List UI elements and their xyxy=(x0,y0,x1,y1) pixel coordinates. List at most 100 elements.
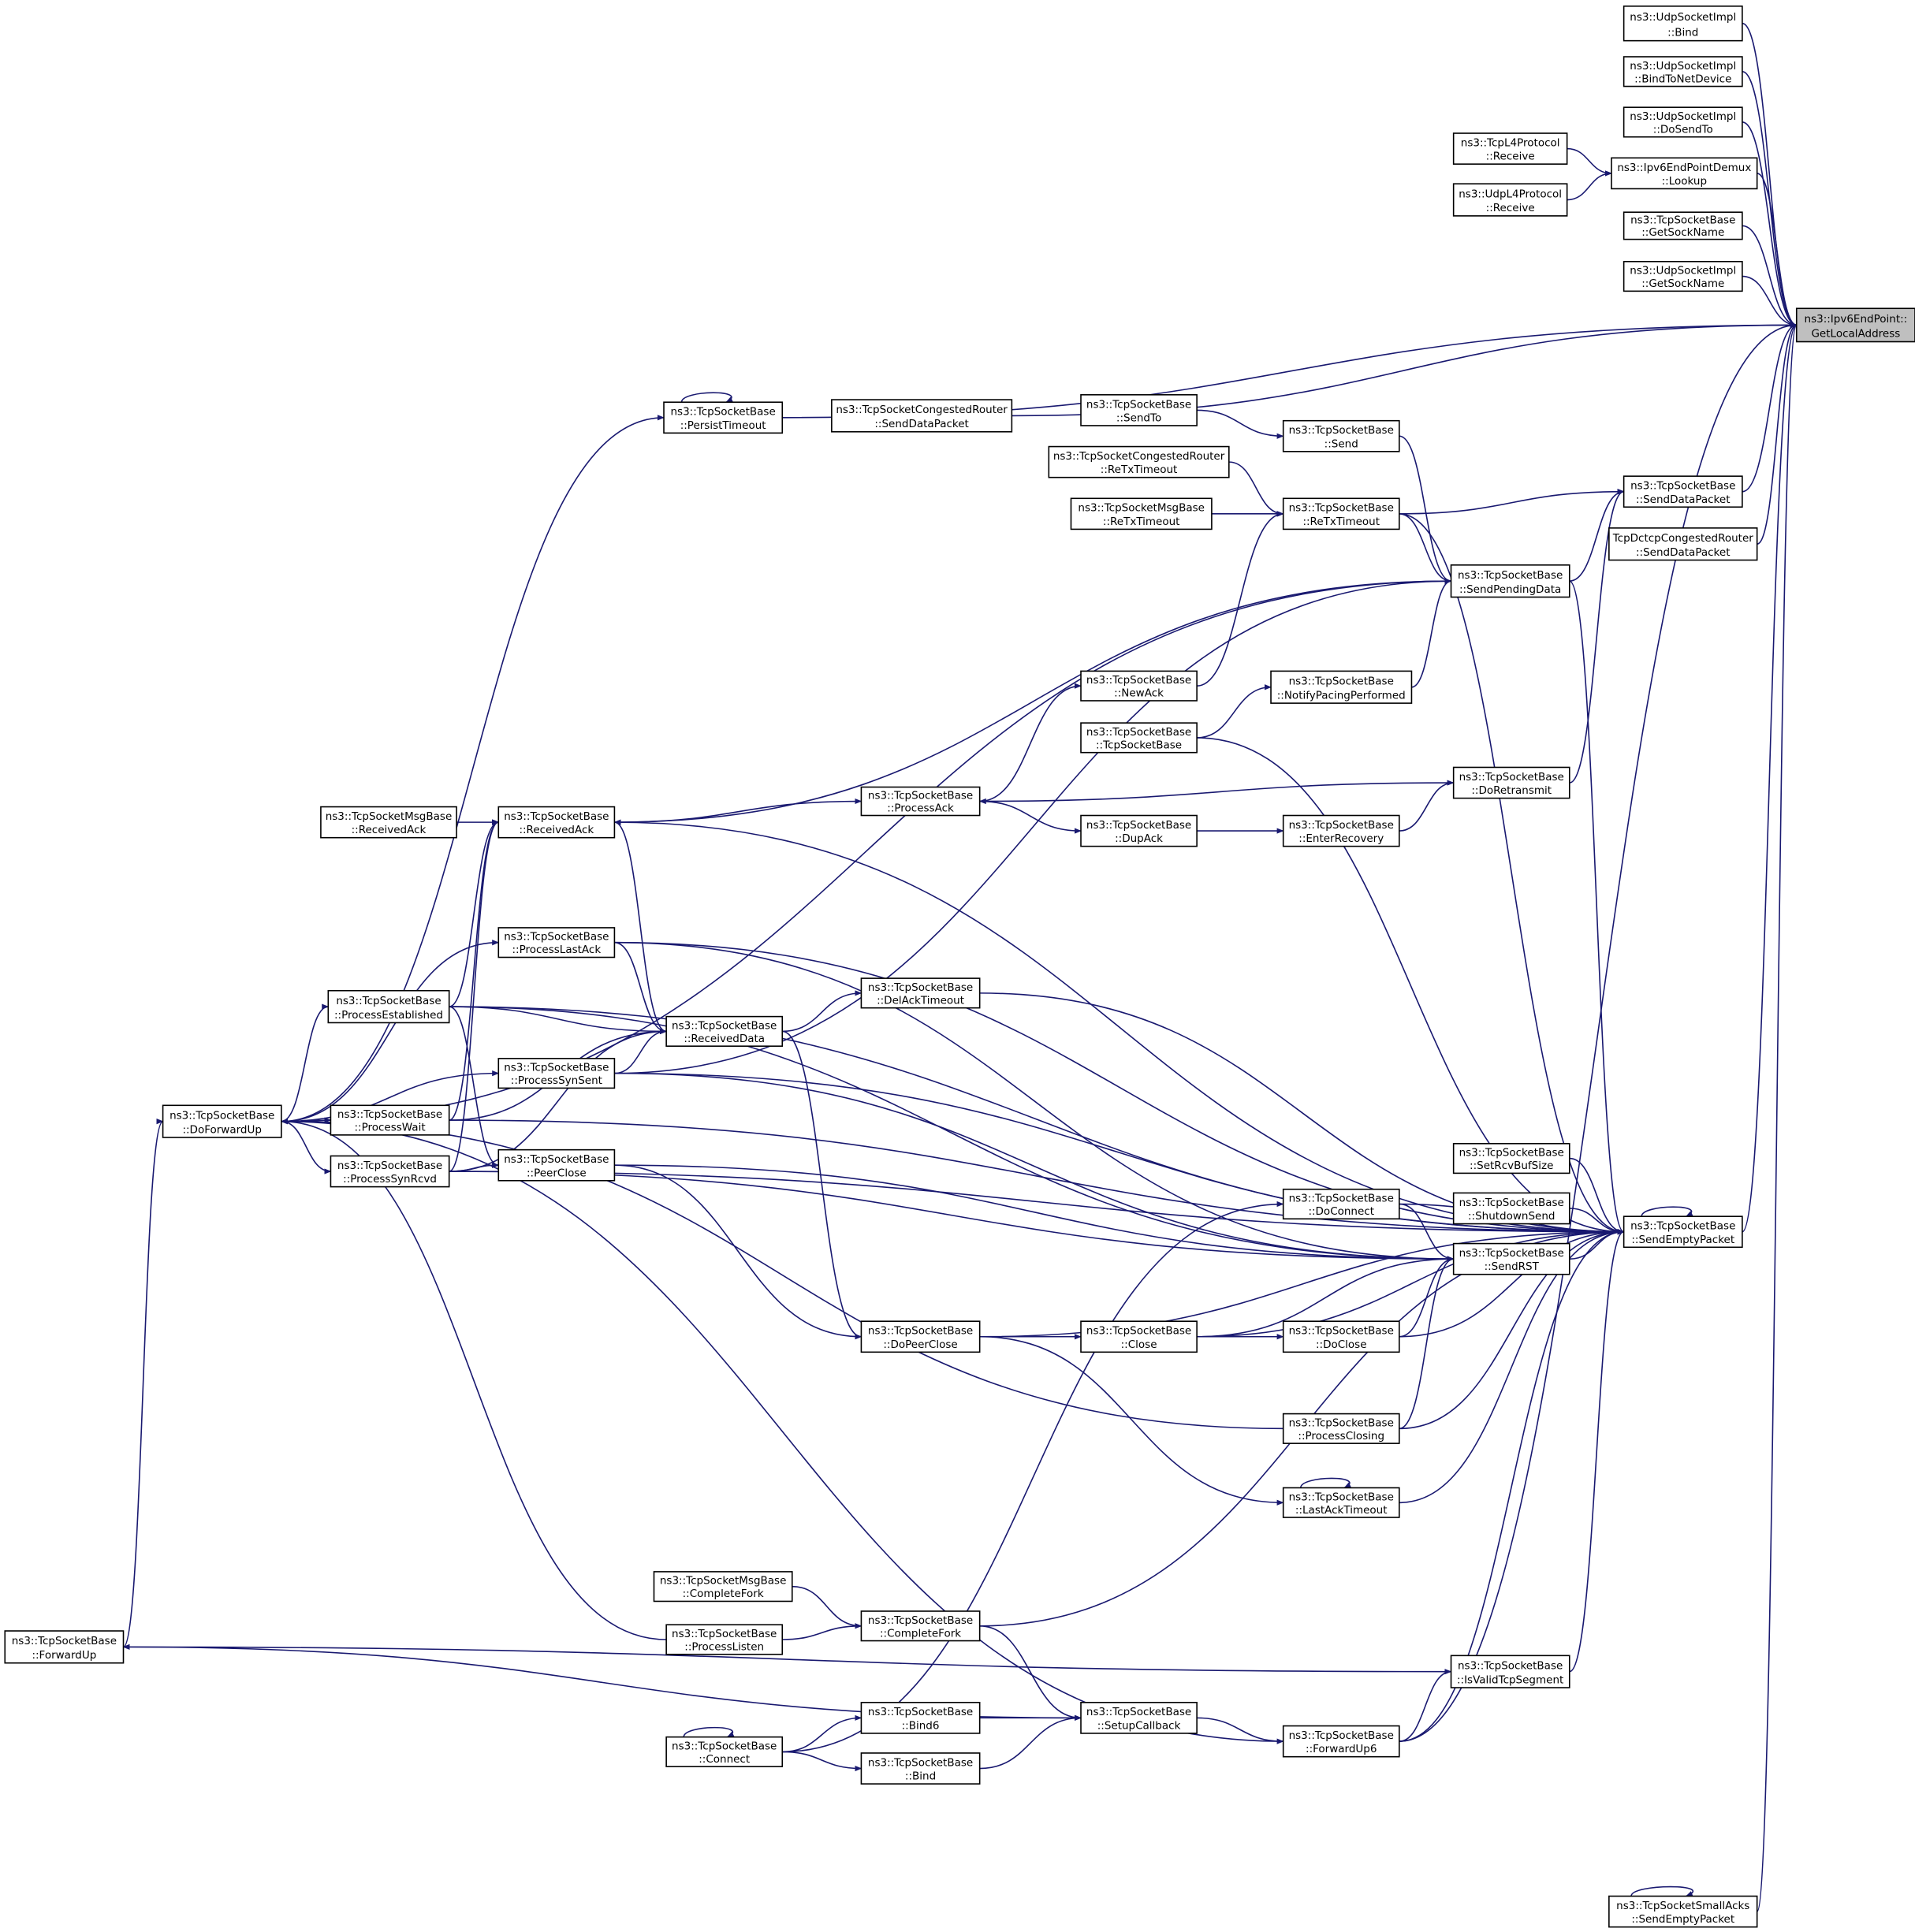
node-ns3-tcpsocketbase-dupack[interactable]: ns3::TcpSocketBase::DupAck xyxy=(1080,814,1198,847)
node-ns3-tcpsocketbase-sendrst[interactable]: ns3::TcpSocketBase::SendRST xyxy=(1452,1242,1570,1275)
node-ns3-tcpsocketbase-completefork[interactable]: ns3::TcpSocketBase::CompleteFork xyxy=(860,1610,981,1642)
edge-n14-to-n0 xyxy=(1742,322,1798,493)
node-ns3-tcpsocketbase-processestablished[interactable]: ns3::TcpSocketBase::ProcessEstablished xyxy=(327,989,450,1024)
node-ns3-udpl4protocol-receive[interactable]: ns3::UdpL4Protocol::Receive xyxy=(1452,183,1568,217)
node-ns3-tcpsocketbase-delacktimeout[interactable]: ns3::TcpSocketBase::DelAckTimeout xyxy=(860,977,981,1009)
edge-n51-to-n40 xyxy=(1569,1229,1625,1673)
node-box xyxy=(330,1155,450,1188)
node-ns3-tcpsocketbase-dopeerclose[interactable]: ns3::TcpSocketBase::DoPeerClose xyxy=(860,1320,981,1353)
node-ns3-tcpsocketbase-connect[interactable]: ns3::TcpSocketBase::Connect xyxy=(665,1736,784,1767)
node-box xyxy=(1080,670,1198,702)
node-ns3-udpsocketimpl-bindtonetdevice[interactable]: ns3::UdpSocketImpl::BindToNetDevice xyxy=(1623,56,1743,87)
node-label-method: ::DoClose xyxy=(1316,1338,1367,1351)
node-label-method: ::DupAck xyxy=(1115,832,1163,845)
edge-n44-to-n41 xyxy=(1399,1256,1455,1338)
node-ns3-tcpsocketmsgbase-retxtimeout[interactable]: ns3::TcpSocketMsgBase::ReTxTimeout xyxy=(1070,497,1213,530)
node-ns3-tcpsocketbase-bind[interactable]: ns3::TcpSocketBase::Bind xyxy=(860,1752,981,1785)
node-ns3-ipv6endpointdemux-lookup[interactable]: ns3::Ipv6EndPointDemux::Lookup xyxy=(1611,157,1758,190)
node-label-method: ::ProcessClosing xyxy=(1298,1430,1384,1442)
node-box xyxy=(1282,1413,1400,1444)
node-tcpdctcpcongestedrouter-senddatapacket[interactable]: TcpDctcpCongestedRouter::SendDataPacket xyxy=(1608,527,1758,561)
node-ns3-tcpsocketmsgbase-receivedack[interactable]: ns3::TcpSocketMsgBase::ReceivedAck xyxy=(320,806,457,839)
node-ns3-tcpsocketbase-processclosing[interactable]: ns3::TcpSocketBase::ProcessClosing xyxy=(1282,1413,1400,1444)
node-ns3-tcpsocketbase-processlastack[interactable]: ns3::TcpSocketBase::ProcessLastAck xyxy=(497,927,616,959)
node-ns3-tcpsocketbase-tcpsocketbase[interactable]: ns3::TcpSocketBase::TcpSocketBase xyxy=(1080,722,1198,754)
node-label-class: ns3::TcpSocketCongestedRouter xyxy=(836,404,1008,416)
edge-n12-to-n18 xyxy=(1399,435,1452,584)
node-label-method: ::SendEmptyPacket xyxy=(1631,1913,1734,1926)
node-label-class: ns3::UdpSocketImpl xyxy=(1630,11,1736,24)
node-ns3-tcpsocketbase-getsockname[interactable]: ns3::TcpSocketBase::GetSockName xyxy=(1623,211,1743,240)
node-ns3-tcpsocketbase-processlisten[interactable]: ns3::TcpSocketBase::ProcessListen xyxy=(665,1624,784,1655)
node-ns3-tcpsocketbase-notifypacingperformed[interactable]: ns3::TcpSocketBase::NotifyPacingPerforme… xyxy=(1270,670,1413,704)
node-ns3-tcpsocketbase-shutdownsend[interactable]: ns3::TcpSocketBase::ShutdownSend xyxy=(1452,1192,1570,1225)
node-ns3-tcpsocketbase-setrcvbufsize[interactable]: ns3::TcpSocketBase::SetRcvBufSize xyxy=(1452,1143,1570,1174)
node-ns3-ipv6endpoint-getlocaladdress[interactable]: ns3::Ipv6EndPoint::GetLocalAddress xyxy=(1795,307,1915,343)
node-label-method: ::Bind xyxy=(1667,27,1698,39)
node-ns3-tcpsocketbase-send[interactable]: ns3::TcpSocketBase::Send xyxy=(1282,419,1400,452)
node-ns3-tcpsocketbase-forwardup6[interactable]: ns3::TcpSocketBase::ForwardUp6 xyxy=(1282,1725,1400,1758)
node-ns3-tcpsocketbase-doretransmit[interactable]: ns3::TcpSocketBase::DoRetransmit xyxy=(1452,766,1570,799)
node-box xyxy=(1080,394,1198,426)
edge-n5-to-n4 xyxy=(1567,147,1612,177)
node-ns3-tcpsocketbase-processsynrcvd[interactable]: ns3::TcpSocketBase::ProcessSynRcvd xyxy=(330,1155,450,1188)
node-ns3-tcpsocketcongestedrouter-retxtimeout[interactable]: ns3::TcpSocketCongestedRouter::ReTxTimeo… xyxy=(1048,445,1230,478)
node-ns3-tcpl4protocol-receive[interactable]: ns3::TcpL4Protocol::Receive xyxy=(1452,132,1568,165)
edges-layer xyxy=(122,22,1798,1912)
node-label-class: ns3::TcpSocketBase xyxy=(1459,1147,1564,1160)
edge-n36-to-n24 xyxy=(449,819,500,1172)
node-ns3-tcpsocketcongestedrouter-senddatapacket[interactable]: ns3::TcpSocketCongestedRouter::SendDataP… xyxy=(831,399,1013,433)
node-ns3-tcpsocketbase-processwait[interactable]: ns3::TcpSocketBase::ProcessWait xyxy=(330,1104,450,1136)
node-ns3-udpsocketimpl-getsockname[interactable]: ns3::UdpSocketImpl::GetSockName xyxy=(1623,260,1743,292)
node-label-method: ::ReceivedAck xyxy=(352,824,427,836)
node-ns3-tcpsocketbase-receiveddata[interactable]: ns3::TcpSocketBase::ReceivedData xyxy=(665,1015,784,1047)
node-ns3-tcpsocketbase-isvalidtcpsegment[interactable]: ns3::TcpSocketBase::IsValidTcpSegment xyxy=(1450,1655,1570,1688)
node-ns3-udpsocketimpl-bind[interactable]: ns3::UdpSocketImpl::Bind xyxy=(1623,6,1743,42)
node-label-class: ns3::TcpSocketBase xyxy=(504,1153,609,1166)
node-ns3-tcpsocketbase-newack[interactable]: ns3::TcpSocketBase::NewAck xyxy=(1080,670,1198,702)
edge-n42-to-n46 xyxy=(979,1335,1284,1506)
node-box xyxy=(1450,564,1570,598)
node-ns3-tcpsocketbase-retxtimeout[interactable]: ns3::TcpSocketBase::ReTxTimeout xyxy=(1282,497,1400,530)
node-ns3-udpsocketimpl-dosendto[interactable]: ns3::UdpSocketImpl::DoSendTo xyxy=(1623,106,1743,138)
node-label-method: ::Receive xyxy=(1486,202,1535,214)
edge-n34-to-n24 xyxy=(449,819,500,1121)
node-ns3-tcpsocketbase-processack[interactable]: ns3::TcpSocketBase::ProcessAck xyxy=(860,786,981,817)
node-box xyxy=(860,1702,981,1734)
node-ns3-tcpsocketbase-bind6[interactable]: ns3::TcpSocketBase::Bind6 xyxy=(860,1702,981,1734)
node-label-class: ns3::TcpSocketBase xyxy=(1289,424,1394,437)
node-label-class: ns3::TcpSocketBase xyxy=(672,1740,777,1752)
node-label-method: ::SendRST xyxy=(1485,1260,1540,1273)
edge-n13-to-n16 xyxy=(1228,461,1284,517)
edge-n22-to-n14 xyxy=(1569,489,1625,784)
node-ns3-tcpsocketbase-enterrecovery[interactable]: ns3::TcpSocketBase::EnterRecovery xyxy=(1282,814,1400,847)
edge-n27-to-n22 xyxy=(1399,780,1455,832)
node-ns3-tcpsocketbase-sendemptypacket[interactable]: ns3::TcpSocketBase::SendEmptyPacket xyxy=(1623,1215,1743,1249)
edge-n43-to-n40 xyxy=(1197,1229,1625,1338)
node-ns3-tcpsocketbase-sendto[interactable]: ns3::TcpSocketBase::SendTo xyxy=(1080,394,1198,426)
node-ns3-tcpsocketbase-peerclose[interactable]: ns3::TcpSocketBase::PeerClose xyxy=(497,1148,616,1182)
node-ns3-tcpsocketbase-lastacktimeout[interactable]: ns3::TcpSocketBase::LastAckTimeout xyxy=(1282,1487,1400,1518)
node-ns3-tcpsocketbase-forwardup[interactable]: ns3::TcpSocketBase::ForwardUp xyxy=(4,1630,125,1664)
node-label-method: ::ProcessSynRcvd xyxy=(343,1173,437,1186)
node-ns3-tcpsocketbase-doclose[interactable]: ns3::TcpSocketBase::DoClose xyxy=(1282,1320,1400,1353)
node-ns3-tcpsocketbase-persisttimeout[interactable]: ns3::TcpSocketBase::PersistTimeout xyxy=(663,401,784,434)
node-box xyxy=(663,401,784,434)
edge-n28-to-n31 xyxy=(614,941,668,1034)
node-label-method: ::DelAckTimeout xyxy=(877,994,964,1007)
node-label-method: ::GetSockName xyxy=(1641,277,1724,290)
node-ns3-tcpsocketbase-close[interactable]: ns3::TcpSocketBase::Close xyxy=(1080,1320,1198,1353)
node-ns3-tcpsocketmsgbase-completefork[interactable]: ns3::TcpSocketMsgBase::CompleteFork xyxy=(653,1571,793,1603)
node-ns3-tcpsocketbase-doforwardup[interactable]: ns3::TcpSocketBase::DoForwardUp xyxy=(162,1104,282,1138)
node-ns3-tcpsocketbase-receivedack[interactable]: ns3::TcpSocketBase::ReceivedAck xyxy=(497,806,616,839)
node-label-method: ::Bind xyxy=(905,1770,936,1783)
edge-n9-to-n9 xyxy=(680,392,733,403)
node-label-class: ns3::TcpSocketBase xyxy=(670,406,775,419)
node-ns3-tcpsocketbase-doconnect[interactable]: ns3::TcpSocketBase::DoConnect xyxy=(1282,1188,1400,1220)
node-ns3-tcpsocketbase-sendpendingdata[interactable]: ns3::TcpSocketBase::SendPendingData xyxy=(1450,564,1570,598)
node-ns3-tcpsocketbase-senddatapacket[interactable]: ns3::TcpSocketBase::SendDataPacket xyxy=(1623,475,1743,508)
node-ns3-tcpsocketsmallacks-sendemptypacket[interactable]: ns3::TcpSocketSmallAcks::SendEmptyPacket xyxy=(1608,1895,1758,1928)
node-ns3-tcpsocketbase-processsynsent[interactable]: ns3::TcpSocketBase::ProcessSynSent xyxy=(497,1058,616,1089)
node-ns3-tcpsocketbase-setupcallback[interactable]: ns3::TcpSocketBase::SetupCallback xyxy=(1080,1702,1198,1734)
edge-n24-to-n25 xyxy=(614,798,862,823)
